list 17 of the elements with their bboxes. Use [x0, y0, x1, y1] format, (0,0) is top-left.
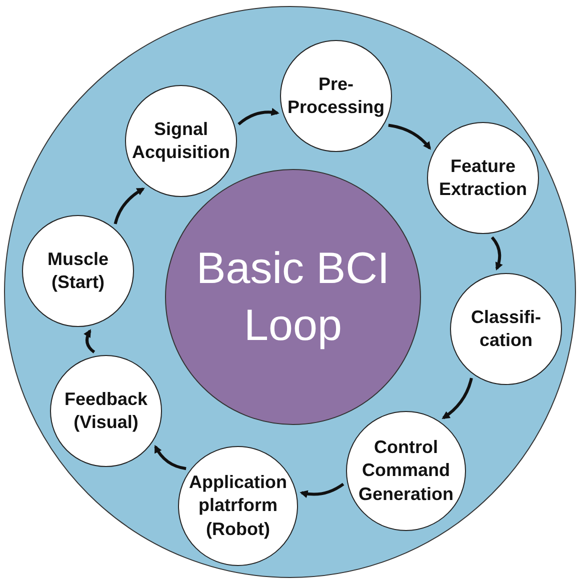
- center-circle: Basic BCI Loop: [165, 169, 421, 425]
- step-circle: Pre- Processing: [280, 40, 392, 152]
- step-circle: Classifi- cation: [450, 273, 562, 385]
- step-circle: Application platrform (Robot): [178, 446, 298, 566]
- arrow: [442, 378, 473, 420]
- arrow: [84, 329, 96, 354]
- arrow: [388, 124, 431, 150]
- step-circle: Muscle (Start): [22, 215, 134, 327]
- arrow: [114, 188, 145, 224]
- arrow: [238, 108, 280, 126]
- step-circle: Feature Extraction: [427, 122, 539, 234]
- arrow: [300, 482, 344, 498]
- step-circle: Control Command Generation: [346, 411, 466, 531]
- step-circle: Feedback (Visual): [50, 355, 162, 467]
- arrow: [154, 444, 186, 470]
- arrow: [490, 236, 503, 271]
- step-circle: Signal Acquisition: [125, 85, 237, 197]
